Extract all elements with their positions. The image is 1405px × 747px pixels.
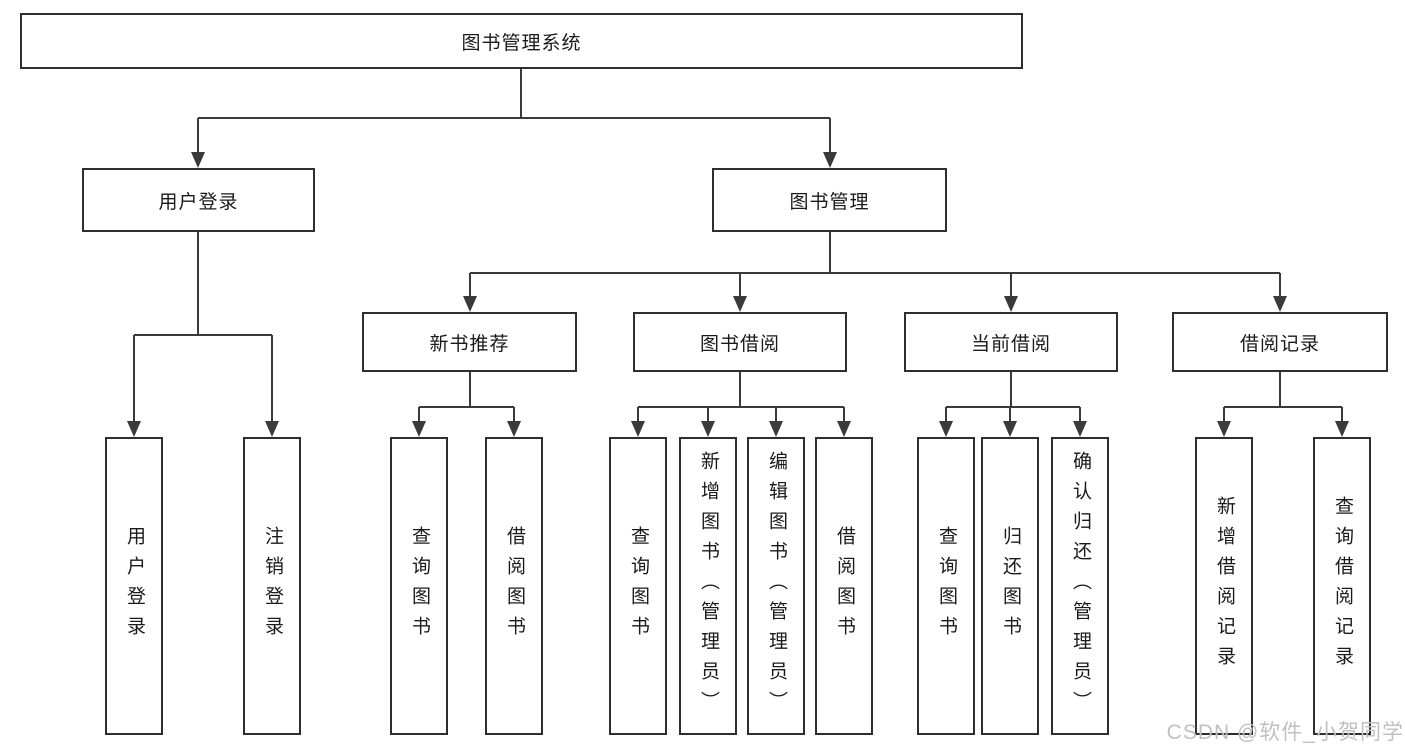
connector-newbook-to-leaves	[418, 372, 515, 425]
leaf-logout: 注销登录	[243, 437, 301, 735]
node-current-borrow-label: 当前借阅	[970, 333, 1051, 355]
connector-currentborrow-to-leaves	[945, 372, 1081, 425]
node-root-label: 图书管理系统	[461, 32, 582, 54]
node-book-borrow: 图书借阅	[633, 312, 847, 372]
connector-bookborrow-to-leaves	[637, 372, 845, 425]
leaf-current-query-books: 查询图书	[917, 437, 975, 735]
connector-userlogin-to-leaves	[133, 232, 273, 425]
leaf-records-add-record: 新增借阅记录	[1195, 437, 1253, 735]
leaf-records-query-record: 查询借阅记录	[1313, 437, 1371, 735]
csdn-watermark: CSDN @软件_小贺同学	[1166, 721, 1404, 744]
leaf-newbook-query-books: 查询图书	[390, 437, 448, 735]
node-user-login: 用户登录	[82, 168, 315, 232]
connector-bookmgmt-to-level3	[469, 232, 1281, 300]
node-current-borrow: 当前借阅	[904, 312, 1118, 372]
node-borrow-records-label: 借阅记录	[1239, 333, 1320, 355]
node-root-system: 图书管理系统	[20, 13, 1023, 69]
leaf-newbook-borrow-books: 借阅图书	[485, 437, 543, 735]
leaf-borrow-borrow-books: 借阅图书	[815, 437, 873, 735]
leaf-label: 注销登录	[262, 526, 283, 646]
node-new-book-recommend: 新书推荐	[362, 312, 577, 372]
leaf-label: 借阅图书	[834, 526, 855, 646]
leaf-label: 查询图书	[409, 526, 430, 646]
leaf-label: 查询图书	[936, 526, 957, 646]
connector-root-to-level2	[197, 69, 831, 156]
arrowheads	[127, 152, 1349, 437]
leaf-borrow-edit-books-admin: 编辑图书（管理员）	[747, 437, 805, 735]
node-borrow-records: 借阅记录	[1172, 312, 1388, 372]
leaf-label: 新增借阅记录	[1214, 496, 1235, 676]
leaf-label: 借阅图书	[504, 526, 525, 646]
leaf-borrow-query-books: 查询图书	[609, 437, 667, 735]
leaf-label: 编辑图书（管理员）	[766, 451, 787, 721]
node-book-borrow-label: 图书借阅	[699, 333, 780, 355]
leaf-borrow-add-books-admin: 新增图书（管理员）	[679, 437, 737, 735]
node-user-login-label: 用户登录	[158, 191, 239, 213]
leaf-label: 确认归还（管理员）	[1070, 451, 1091, 721]
connector-records-to-leaves	[1223, 372, 1343, 425]
leaf-label: 查询借阅记录	[1332, 496, 1353, 676]
leaf-label: 用户登录	[124, 526, 145, 646]
leaf-label: 新增图书（管理员）	[698, 451, 719, 721]
leaf-user-login: 用户登录	[105, 437, 163, 735]
leaf-label: 查询图书	[628, 526, 649, 646]
node-book-management: 图书管理	[712, 168, 947, 232]
leaf-label: 归还图书	[1000, 526, 1021, 646]
leaf-current-confirm-return-admin: 确认归还（管理员）	[1051, 437, 1109, 735]
node-book-management-label: 图书管理	[789, 191, 870, 213]
node-new-book-recommend-label: 新书推荐	[429, 333, 510, 355]
leaf-current-return-books: 归还图书	[981, 437, 1039, 735]
